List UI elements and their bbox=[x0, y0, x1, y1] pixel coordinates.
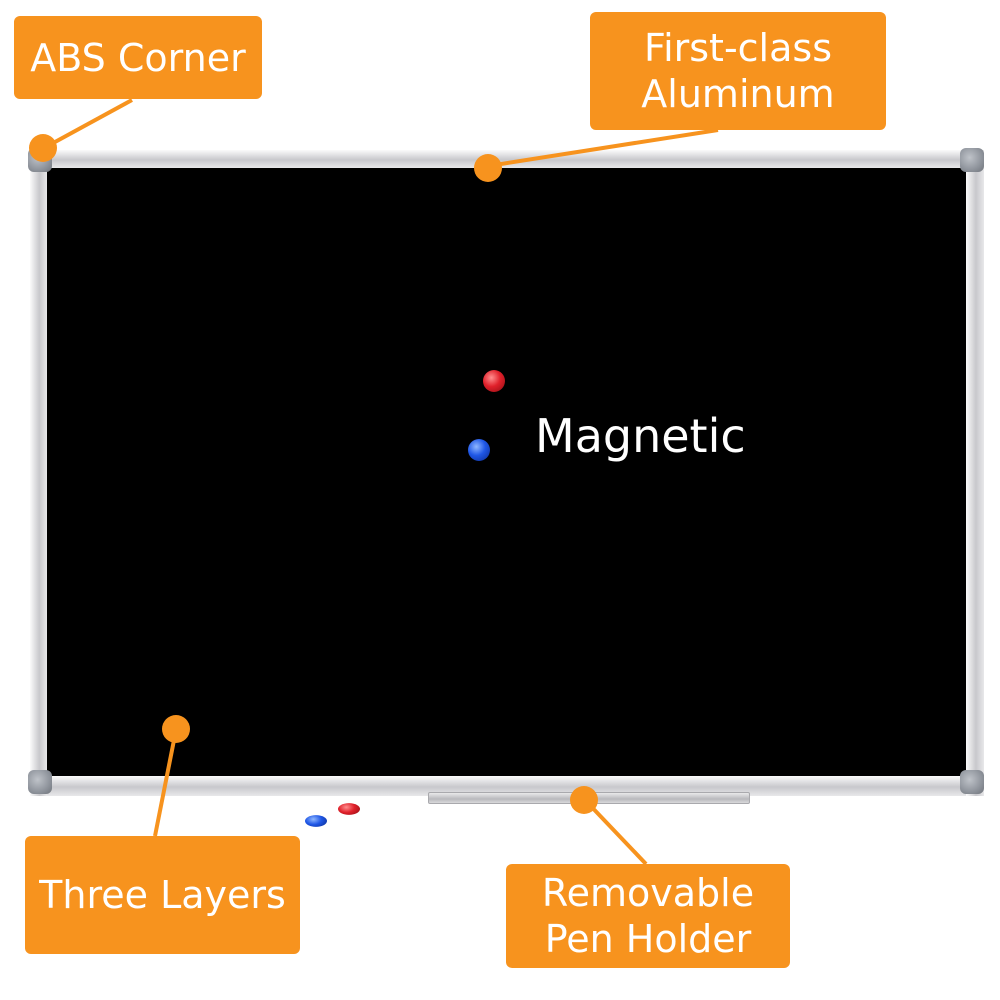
red-magnet-loose bbox=[338, 803, 360, 815]
aluminum-dot bbox=[474, 154, 502, 182]
callout-three-layers: Three Layers bbox=[25, 836, 300, 954]
three-layers-dot bbox=[162, 715, 190, 743]
callout-abs-corner: ABS Corner bbox=[14, 16, 262, 99]
blackboard-surface bbox=[47, 168, 966, 776]
pen-holder-dot bbox=[570, 786, 598, 814]
frame-left-rail bbox=[30, 150, 47, 796]
red-magnet bbox=[483, 370, 505, 392]
abs-corner-dot bbox=[29, 134, 57, 162]
leader-abs-corner bbox=[43, 98, 133, 150]
abs-corner-bottom-right bbox=[960, 770, 984, 794]
magnetic-label: Magnetic bbox=[535, 409, 746, 463]
frame-right-rail bbox=[966, 150, 984, 796]
abs-corner-bottom-left bbox=[28, 770, 52, 794]
abs-corner-top-right bbox=[960, 148, 984, 172]
blue-magnet-loose bbox=[305, 815, 327, 827]
frame-bottom-rail bbox=[30, 776, 984, 796]
blue-magnet bbox=[468, 439, 490, 461]
frame-top-rail bbox=[30, 150, 984, 168]
callout-aluminum: First-class Aluminum bbox=[590, 12, 886, 130]
callout-pen-holder: Removable Pen Holder bbox=[506, 864, 790, 968]
